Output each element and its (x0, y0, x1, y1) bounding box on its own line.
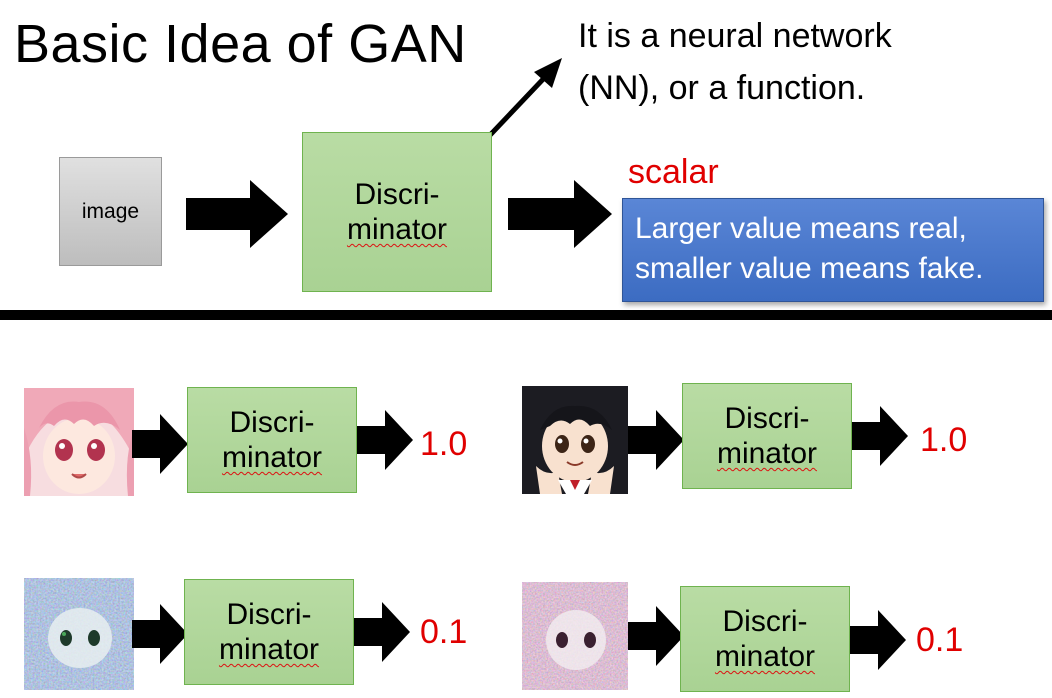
discriminator-ex2-line2: minator (716, 437, 818, 470)
discriminator-ex4-line2: minator (714, 640, 816, 673)
example4-arrow-in (628, 606, 684, 666)
discriminator-ex2-line1: Discri- (724, 401, 810, 435)
example4-arrow-out (850, 610, 906, 670)
discriminator-ex4-line1: Discri- (722, 604, 808, 638)
slide-title: Basic Idea of GAN (14, 14, 467, 74)
score-example-3: 0.1 (420, 613, 468, 651)
discriminator-example-3: Discri- minator (184, 579, 354, 685)
discriminator-example-4: Discri- minator (680, 586, 850, 692)
discriminator-example-1: Discri- minator (187, 387, 357, 493)
example1-arrow-in (132, 414, 188, 474)
example3-arrow-in (132, 604, 188, 664)
explanation-box: Larger value means real, smaller value m… (622, 198, 1044, 302)
discriminator-example-2: Discri- minator (682, 383, 852, 489)
input-image-label: image (81, 199, 140, 223)
discriminator-main: Discri- minator (302, 132, 492, 292)
example-image-noisy-1 (24, 578, 134, 690)
explanation-line2: smaller value means fake. (635, 252, 984, 285)
pointer-arrow-head (534, 58, 562, 88)
nn-note: It is a neural network (NN), or a functi… (578, 10, 892, 114)
discriminator-ex3-line1: Discri- (226, 597, 312, 631)
score-example-4: 0.1 (916, 621, 964, 659)
example3-arrow-out (354, 602, 410, 662)
discriminator-main-line1: Discri- (354, 177, 440, 211)
discriminator-main-line2: minator (346, 213, 448, 246)
discriminator-ex1-line1: Discri- (229, 405, 315, 439)
score-example-1: 1.0 (420, 425, 468, 463)
example2-arrow-in (628, 410, 684, 470)
example2-arrow-out (852, 406, 908, 466)
discriminator-ex1-line2: minator (221, 441, 323, 474)
nn-note-line1: It is a neural network (578, 17, 892, 55)
example1-arrow-out (357, 410, 413, 470)
example-image-pink-hair (24, 388, 134, 496)
example-image-black-hair (522, 386, 628, 494)
input-image-box: image (59, 157, 162, 266)
example-image-noisy-2 (522, 582, 628, 690)
section-divider (0, 310, 1052, 320)
scalar-label: scalar (628, 153, 719, 191)
explanation-line1: Larger value means real, (635, 212, 967, 245)
discriminator-ex3-line2: minator (218, 633, 320, 666)
arrow-discriminator-to-scalar (508, 180, 612, 248)
score-example-2: 1.0 (920, 421, 968, 459)
arrow-image-to-discriminator (186, 180, 288, 248)
nn-note-line2: (NN), or a function. (578, 69, 866, 107)
